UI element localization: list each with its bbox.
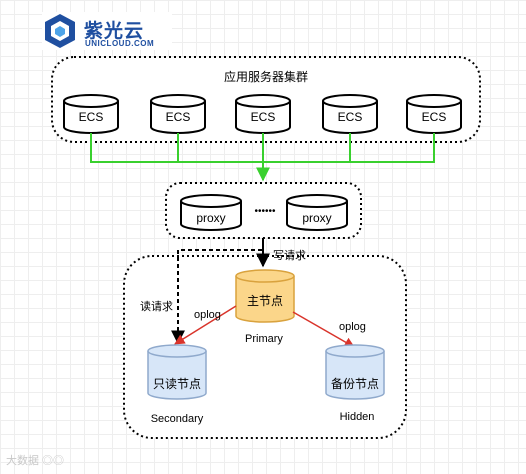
brand-domain: UNICLOUD.COM [85,39,155,48]
ecs-node-label: ECS [251,110,276,124]
brand-name: 紫光云 [84,21,145,42]
oplog-right-label: oplog [339,321,366,333]
proxy-node[interactable]: proxy [180,194,242,231]
proxy-node-label: proxy [302,211,331,225]
watermark: 大数据 ◎◎ [6,455,65,467]
cube-logo-icon [45,14,75,48]
write-request-label: 写请求 [273,249,306,262]
hidden-node-label: 备份节点 [331,377,379,391]
ecs-node-label: ECS [422,110,447,124]
cluster-title: 应用服务器集群 [224,69,308,84]
ecs-node[interactable]: ECS [235,94,291,134]
proxy-node-label: proxy [196,211,225,225]
ecs-node-label: ECS [338,110,363,124]
hidden-node[interactable]: 备份节点 [325,344,385,400]
ecs-node[interactable]: ECS [63,94,119,134]
primary-node-label: 主节点 [247,294,283,308]
proxy-node[interactable]: proxy [286,194,348,231]
ecs-node[interactable]: ECS [150,94,206,134]
ecs-node-label: ECS [79,110,104,124]
hidden-caption: Hidden [340,411,375,423]
oplog-left-label: oplog [194,309,221,321]
oplog-to-secondary-arrow [174,305,237,345]
ecs-node[interactable]: ECS [406,94,462,134]
ecs-node-label: ECS [166,110,191,124]
primary-node[interactable]: 主节点 [235,269,295,323]
oplog-to-hidden-arrow [292,311,355,348]
read-request-label: 读请求 [140,299,173,313]
primary-caption: Primary [245,333,283,345]
cluster-to-proxy-connector [90,133,435,182]
secondary-node-label: 只读节点 [153,377,201,391]
proxy-link-dots: •••••• [254,206,276,217]
secondary-caption: Secondary [151,413,204,425]
brand-logo: 紫光云 UNICLOUD.COM [42,12,172,50]
read-request-arrow [171,249,262,345]
ecs-node[interactable]: ECS [322,94,378,134]
secondary-node[interactable]: 只读节点 [147,344,207,400]
